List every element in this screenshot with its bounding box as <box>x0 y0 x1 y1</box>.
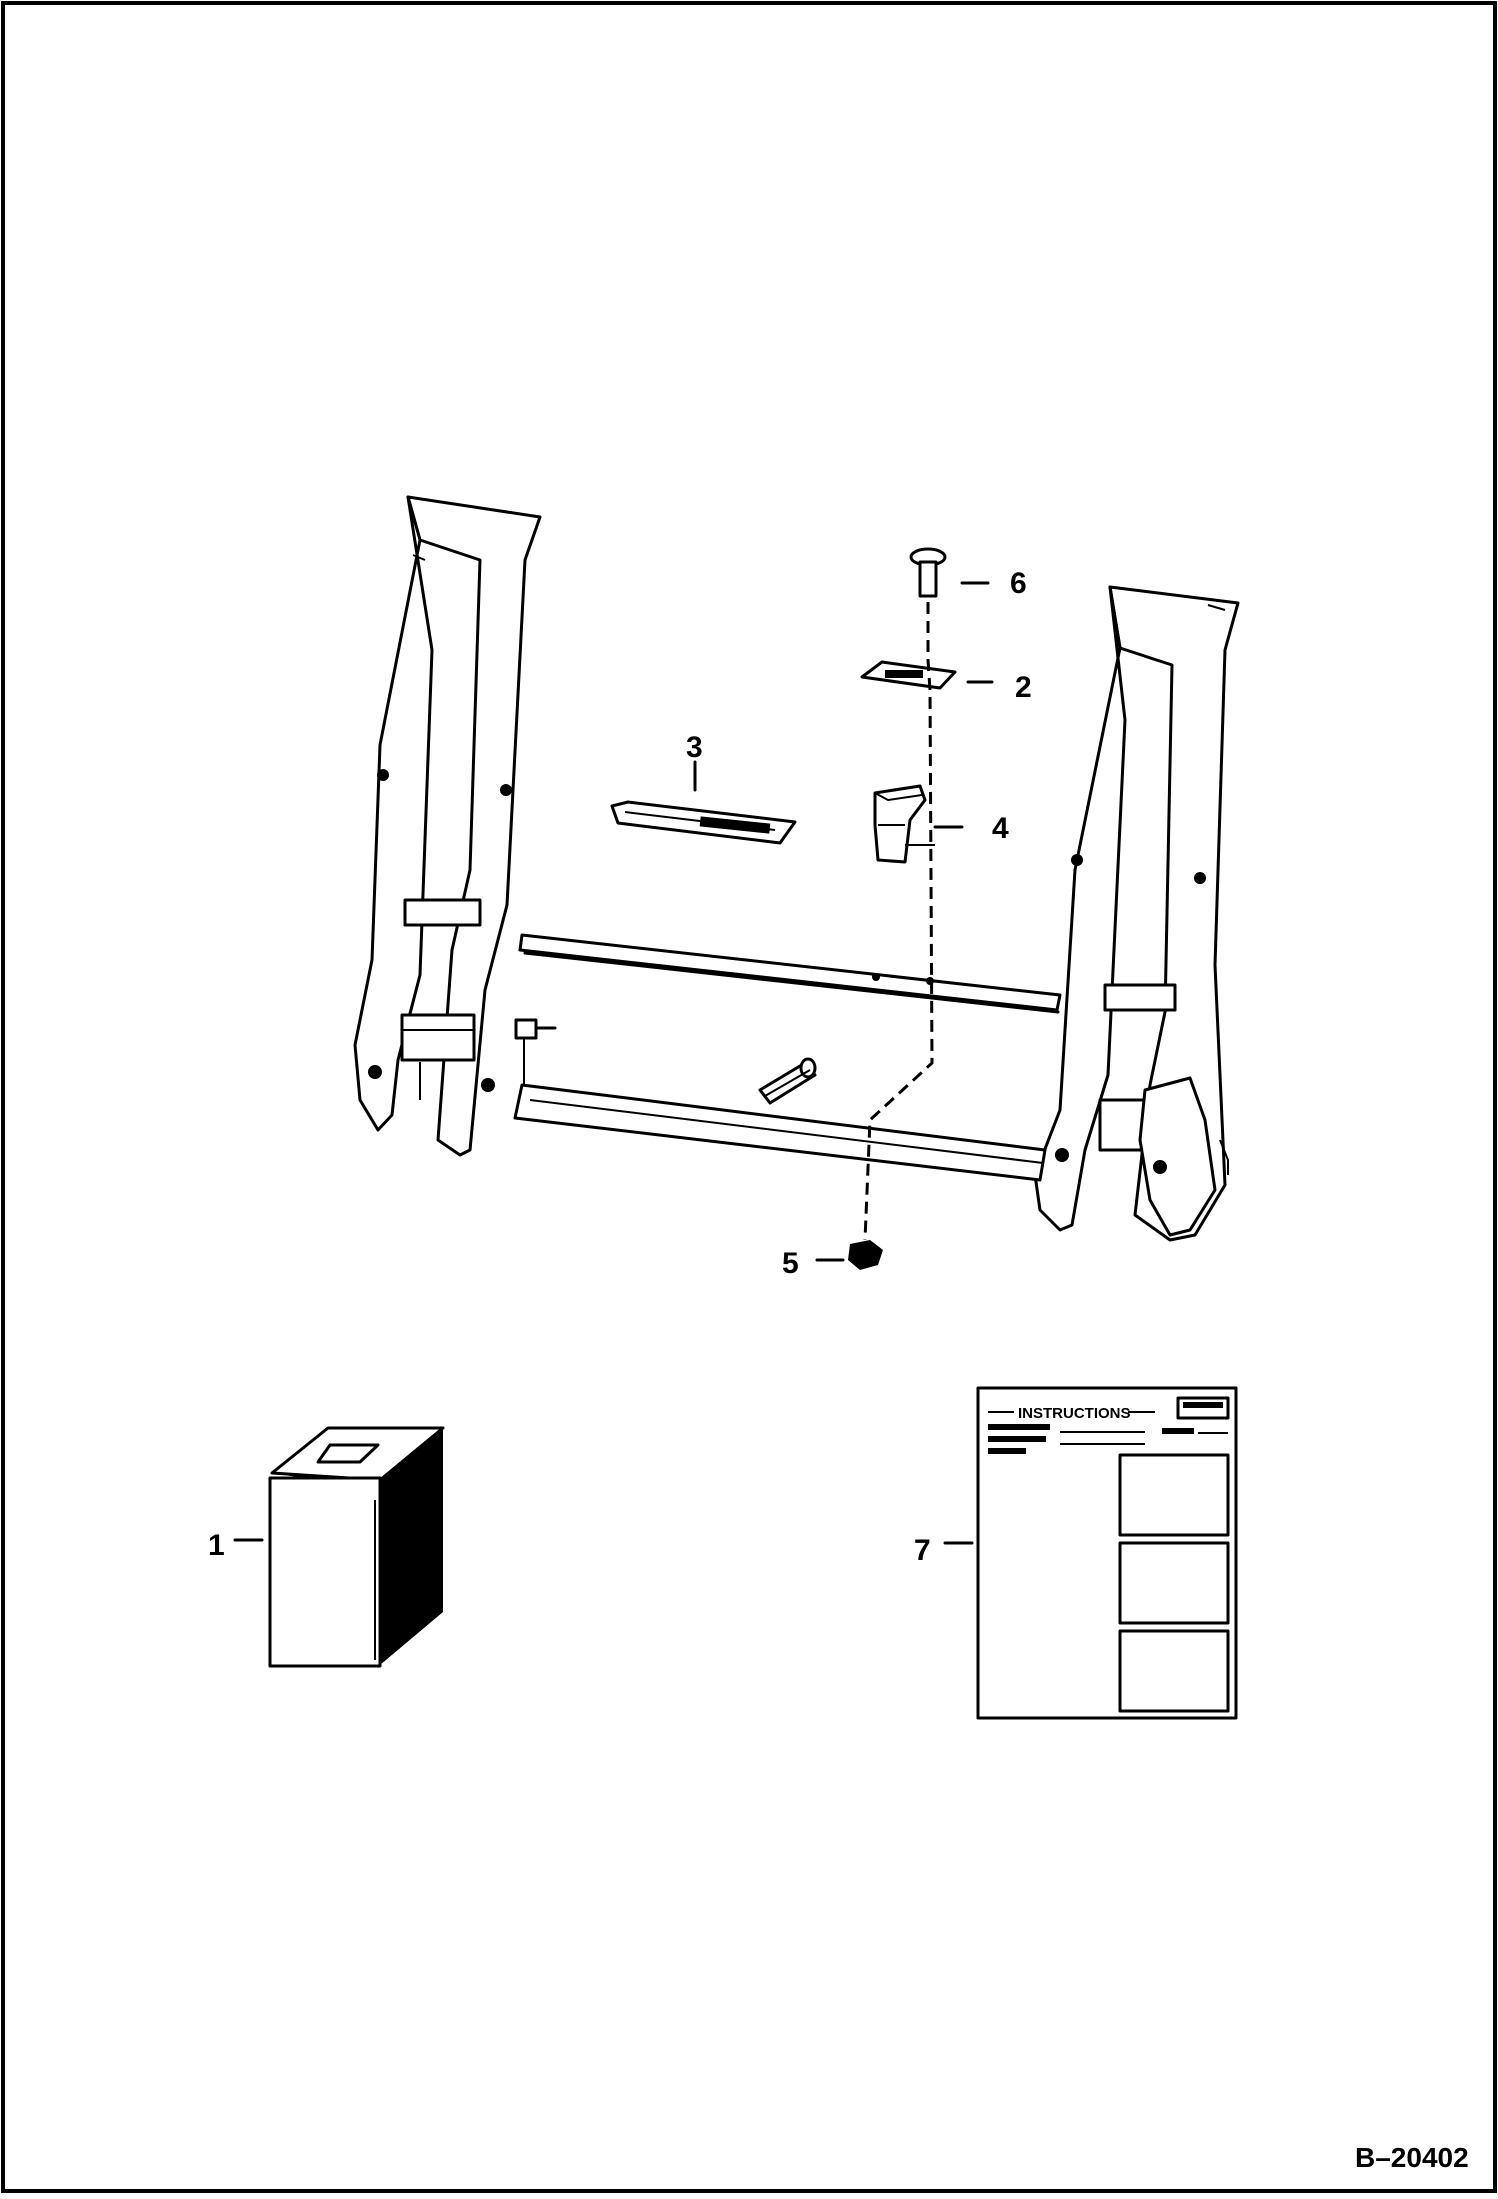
callout-7: 7 <box>914 1534 931 1567</box>
instruction-sheet-part-7: INSTRUCTIONS <box>943 1386 1238 1720</box>
right-upright <box>1033 585 1240 1242</box>
callout-2: 2 <box>1015 671 1032 704</box>
bolt-part-6 <box>909 547 990 598</box>
callout-3: 3 <box>686 731 703 764</box>
plate-part-2 <box>860 660 994 690</box>
callout-1: 1 <box>208 1529 225 1562</box>
instruction-sheet-heading: INSTRUCTIONS <box>1018 1405 1131 1422</box>
bracket-part-4 <box>873 784 964 864</box>
figure-number: B–20402 <box>1355 2142 1469 2173</box>
frame-pin <box>758 1057 817 1105</box>
mounting-frame <box>353 495 1240 1242</box>
decal-part-3 <box>610 760 797 845</box>
cross-members <box>513 933 1062 1182</box>
callout-5: 5 <box>782 1247 799 1280</box>
left-upright <box>353 495 542 1157</box>
nut-part-5 <box>815 1240 883 1270</box>
callout-6: 6 <box>1010 567 1027 600</box>
callout-4: 4 <box>992 812 1009 845</box>
kit-box-part-1 <box>233 1426 445 1668</box>
assembly-line <box>863 602 934 1241</box>
